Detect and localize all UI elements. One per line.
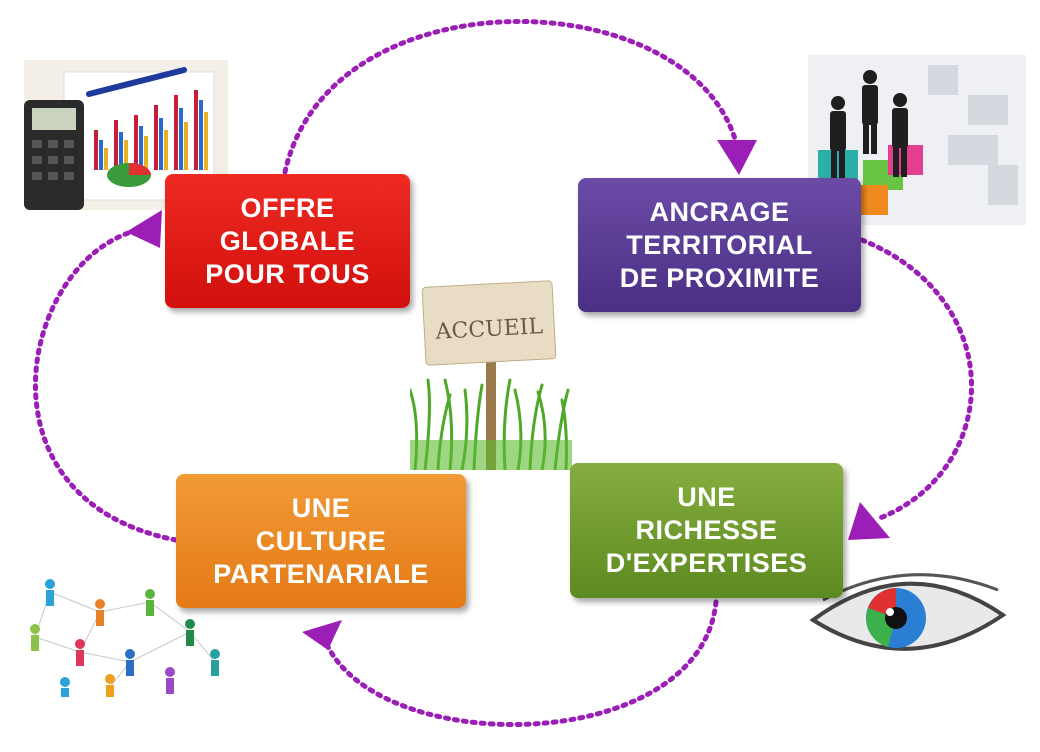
accueil-sign-image: ACCUEIL: [410, 280, 572, 470]
box-offre-globale: OFFRE GLOBALE POUR TOUS: [165, 174, 410, 308]
arc-bottom: [319, 599, 719, 727]
eye-image: [809, 573, 1007, 651]
box-richesse-line-2: RICHESSE: [635, 515, 778, 545]
box-culture-line-3: PARTENARIALE: [213, 558, 429, 589]
arrowhead-right: [848, 502, 890, 540]
box-ancrage-territorial: ANCRAGE TERRITORIAL DE PROXIMITE: [578, 178, 861, 312]
center-sign-text: ACCUEIL: [434, 314, 544, 345]
arc-top: [282, 19, 741, 175]
box-richesse-line-3: D'EXPERTISES: [605, 548, 808, 578]
box-culture-partenariale: UNE CULTURE PARTENARIALE: [176, 474, 466, 608]
box-richesse-line-1: UNE: [677, 482, 736, 512]
box-ancrage-label: ANCRAGE TERRITORIAL DE PROXIMITE: [620, 196, 820, 295]
box-ancrage-line-3: DE PROXIMITE: [619, 262, 820, 293]
arc-right: [859, 237, 974, 521]
business-people-puzzle-image: [808, 55, 1026, 225]
box-offre-label: OFFRE GLOBALE POUR TOUS: [205, 192, 370, 291]
arrowhead-bottom: [302, 620, 342, 650]
box-richesse-label: UNE RICHESSE D'EXPERTISES: [606, 481, 807, 580]
box-ancrage-line-1: ANCRAGE: [649, 196, 790, 227]
people-network-image: [30, 579, 220, 697]
box-culture-label: UNE CULTURE PARTENARIALE: [213, 492, 429, 591]
arrowhead-top: [717, 140, 757, 175]
arc-left: [33, 227, 179, 543]
box-offre-line-1: OFFRE: [240, 192, 335, 223]
box-ancrage-line-2: TERRITORIAL: [626, 229, 813, 260]
box-offre-line-3: POUR TOUS: [205, 258, 370, 289]
box-offre-line-2: GLOBALE: [219, 225, 356, 256]
box-culture-line-1: UNE: [291, 492, 351, 523]
box-culture-line-2: CULTURE: [255, 525, 387, 556]
box-richesse-expertises: UNE RICHESSE D'EXPERTISES: [570, 463, 843, 598]
arrowhead-left: [126, 210, 162, 248]
